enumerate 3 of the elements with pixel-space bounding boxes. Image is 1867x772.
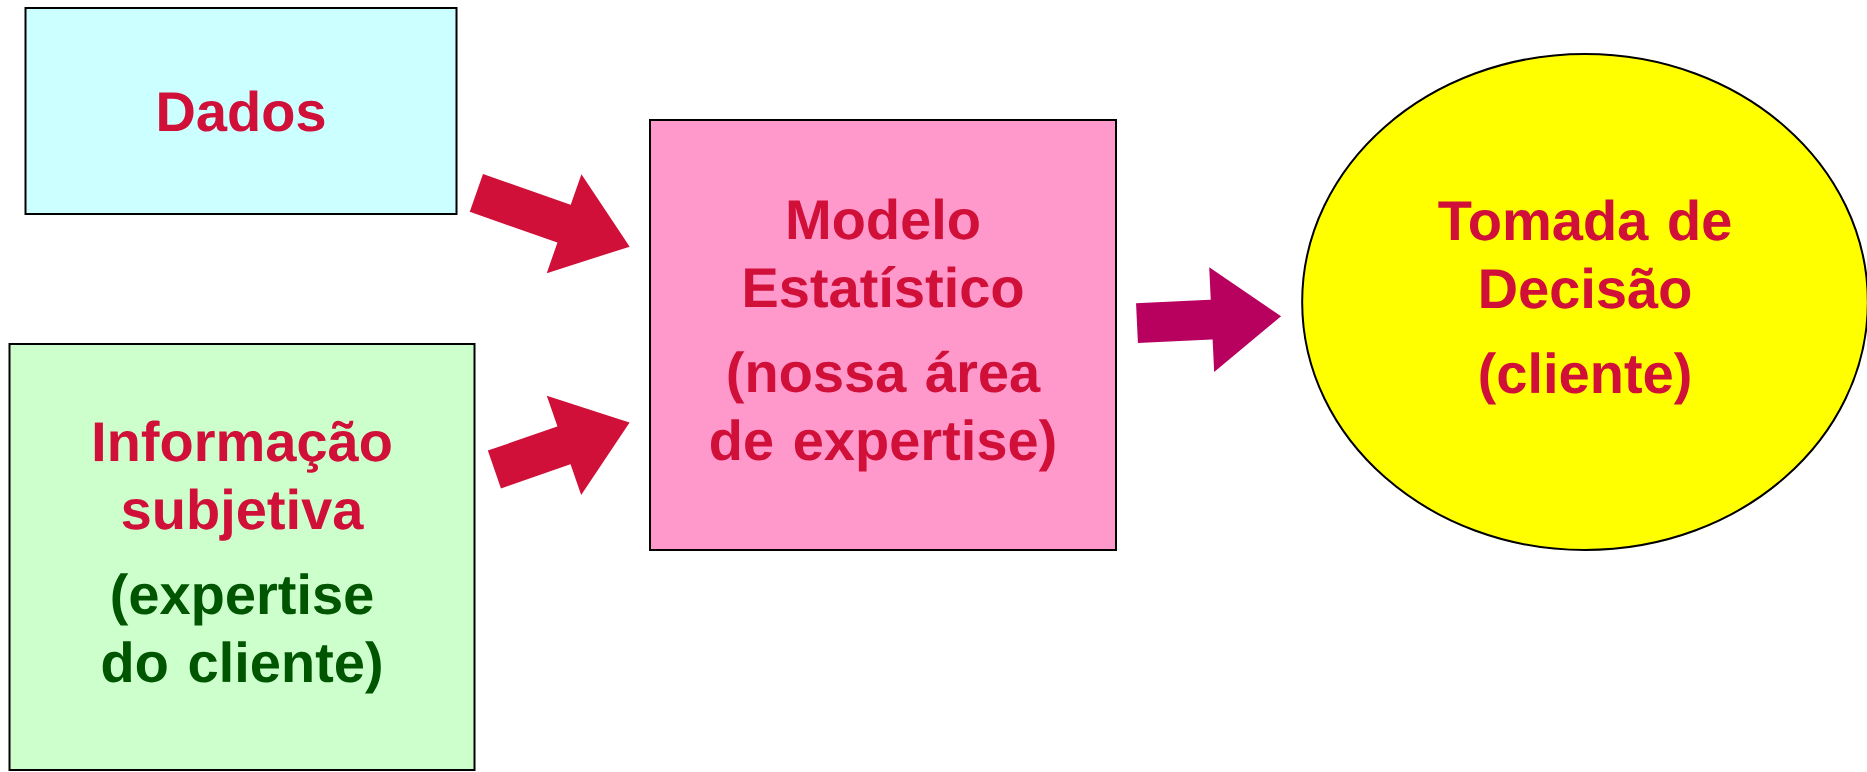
process-box: Modelo Estatístico (nossa área de expertise) [649, 119, 1117, 551]
input-box: Dados [24, 7, 458, 215]
input-box: Informação subjetiva (expertise do cliente) [8, 343, 476, 771]
